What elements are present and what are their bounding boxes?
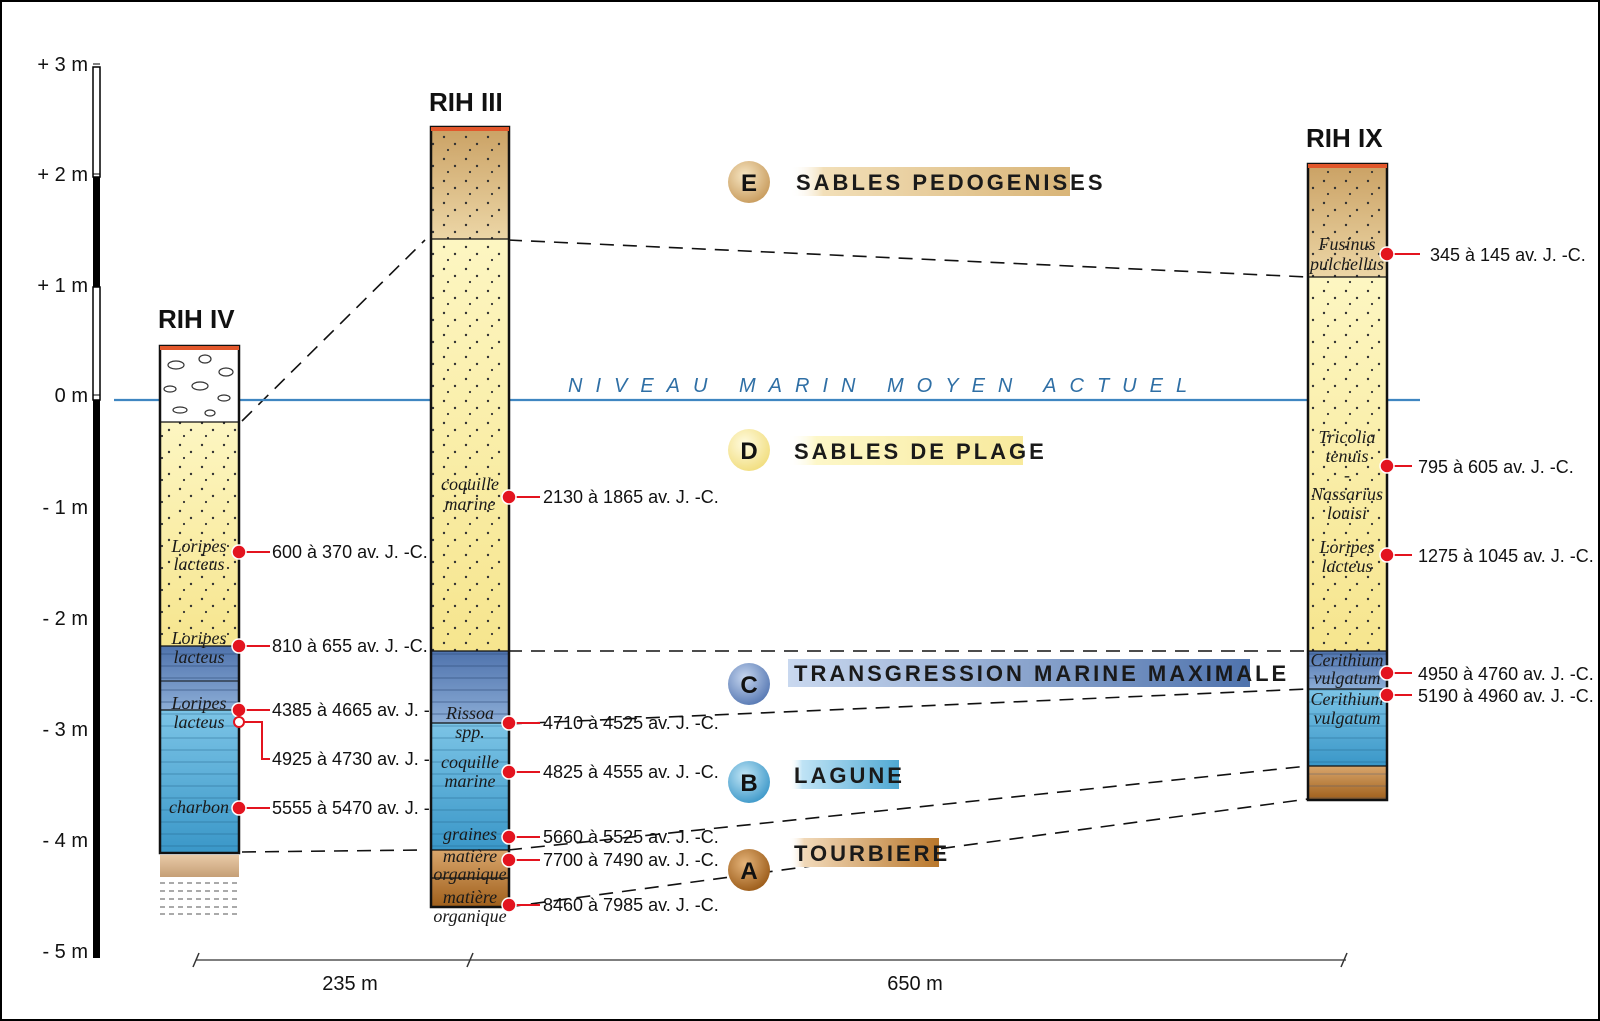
distance-label: 235 m bbox=[322, 973, 378, 995]
date-label: 1275 à 1045 av. J. -C. bbox=[1418, 546, 1594, 566]
sample-label: graines bbox=[443, 824, 497, 844]
elevation-tick-label: - 4 m bbox=[42, 830, 88, 852]
date-label: 5190 à 4960 av. J. -C. bbox=[1418, 686, 1594, 706]
legend-letter: B bbox=[740, 770, 757, 797]
legend-letter: E bbox=[741, 170, 757, 197]
elevation-tick-label: + 2 m bbox=[37, 164, 88, 186]
date-label: 5555 à 5470 av. J. -C. bbox=[272, 798, 448, 818]
distance-label: 650 m bbox=[887, 973, 943, 995]
column-title: RIH IX bbox=[1306, 123, 1383, 153]
legend-label: SABLES PEDOGENISES bbox=[796, 170, 1106, 195]
legend-item-a: A TOURBIERE bbox=[728, 838, 950, 891]
legend-item-b: B LAGUNE bbox=[728, 760, 905, 803]
dating-markers: 2130 à 1865 av. J. -C. 4710 à 4525 av. J… bbox=[501, 487, 719, 915]
legend-label: SABLES DE PLAGE bbox=[794, 439, 1047, 464]
elevation-tick-label: - 2 m bbox=[42, 608, 88, 630]
date-label: 5660 à 5525 av. J. -C. bbox=[543, 827, 719, 847]
legend-item-c: C TRANSGRESSION MARINE MAXIMALE bbox=[728, 659, 1289, 705]
distance-scale: 235 m 650 m bbox=[192, 952, 1348, 995]
column-title: RIH IV bbox=[158, 304, 235, 334]
legend: E SABLES PEDOGENISES D SABLES DE PLAGE C… bbox=[728, 161, 1289, 891]
elevation-tick-label: 0 m bbox=[55, 385, 88, 407]
legend-badge bbox=[728, 663, 770, 705]
dating-markers: 600 à 370 av. J. -C. 810 à 655 av. J. -C… bbox=[231, 542, 448, 818]
date-label: 795 à 605 av. J. -C. bbox=[1418, 457, 1574, 477]
legend-badge bbox=[728, 429, 770, 471]
legend-letter: D bbox=[740, 438, 757, 465]
date-label: 4710 à 4525 av. J. -C. bbox=[543, 713, 719, 733]
date-label: 4925 à 4730 av. J. -C. bbox=[272, 749, 448, 769]
legend-letter: A bbox=[740, 858, 757, 885]
elevation-tick-label: + 3 m bbox=[37, 54, 88, 76]
legend-item-d: D SABLES DE PLAGE bbox=[728, 429, 1047, 471]
date-label: 7700 à 7490 av. J. -C. bbox=[543, 850, 719, 870]
legend-badge bbox=[728, 761, 770, 803]
sea-level-label: NIVEAU MARIN MOYEN ACTUEL bbox=[568, 375, 1200, 397]
sample-label: charbon bbox=[169, 797, 229, 817]
legend-label: LAGUNE bbox=[794, 763, 905, 788]
legend-label: TOURBIERE bbox=[794, 841, 950, 866]
date-label: 4825 à 4555 av. J. -C. bbox=[543, 762, 719, 782]
date-label: 2130 à 1865 av. J. -C. bbox=[543, 487, 719, 507]
elevation-tick-label: + 1 m bbox=[37, 275, 88, 297]
legend-label: TRANSGRESSION MARINE MAXIMALE bbox=[794, 661, 1289, 686]
layer-peat-fading bbox=[160, 855, 239, 877]
elevation-tick-label: - 5 m bbox=[42, 941, 88, 963]
date-label: 600 à 370 av. J. -C. bbox=[272, 542, 428, 562]
dating-markers: 345 à 145 av. J. -C. 795 à 605 av. J. -C… bbox=[1379, 245, 1594, 706]
elevation-tick-label: - 1 m bbox=[42, 497, 88, 519]
date-label: 8460 à 7985 av. J. -C. bbox=[543, 895, 719, 915]
legend-badge bbox=[728, 849, 770, 891]
legend-badge bbox=[728, 161, 770, 203]
date-label: 4385 à 4665 av. J. -C. bbox=[272, 700, 448, 720]
date-label: 345 à 145 av. J. -C. bbox=[1430, 245, 1586, 265]
legend-letter: C bbox=[740, 672, 757, 699]
column-title: RIH III bbox=[429, 87, 503, 117]
elevation-scale bbox=[92, 66, 101, 958]
elevation-tick-label: - 3 m bbox=[42, 719, 88, 741]
elevation-axis-labels: + 3 m + 2 m + 1 m 0 m - 1 m - 2 m - 3 m - 4 m - … bbox=[37, 54, 100, 963]
date-label: 810 à 655 av. J. -C. bbox=[272, 636, 428, 656]
legend-item-e: E SABLES PEDOGENISES bbox=[728, 161, 1106, 203]
pebbles bbox=[163, 354, 234, 417]
date-label: 4950 à 4760 av. J. -C. bbox=[1418, 664, 1594, 684]
